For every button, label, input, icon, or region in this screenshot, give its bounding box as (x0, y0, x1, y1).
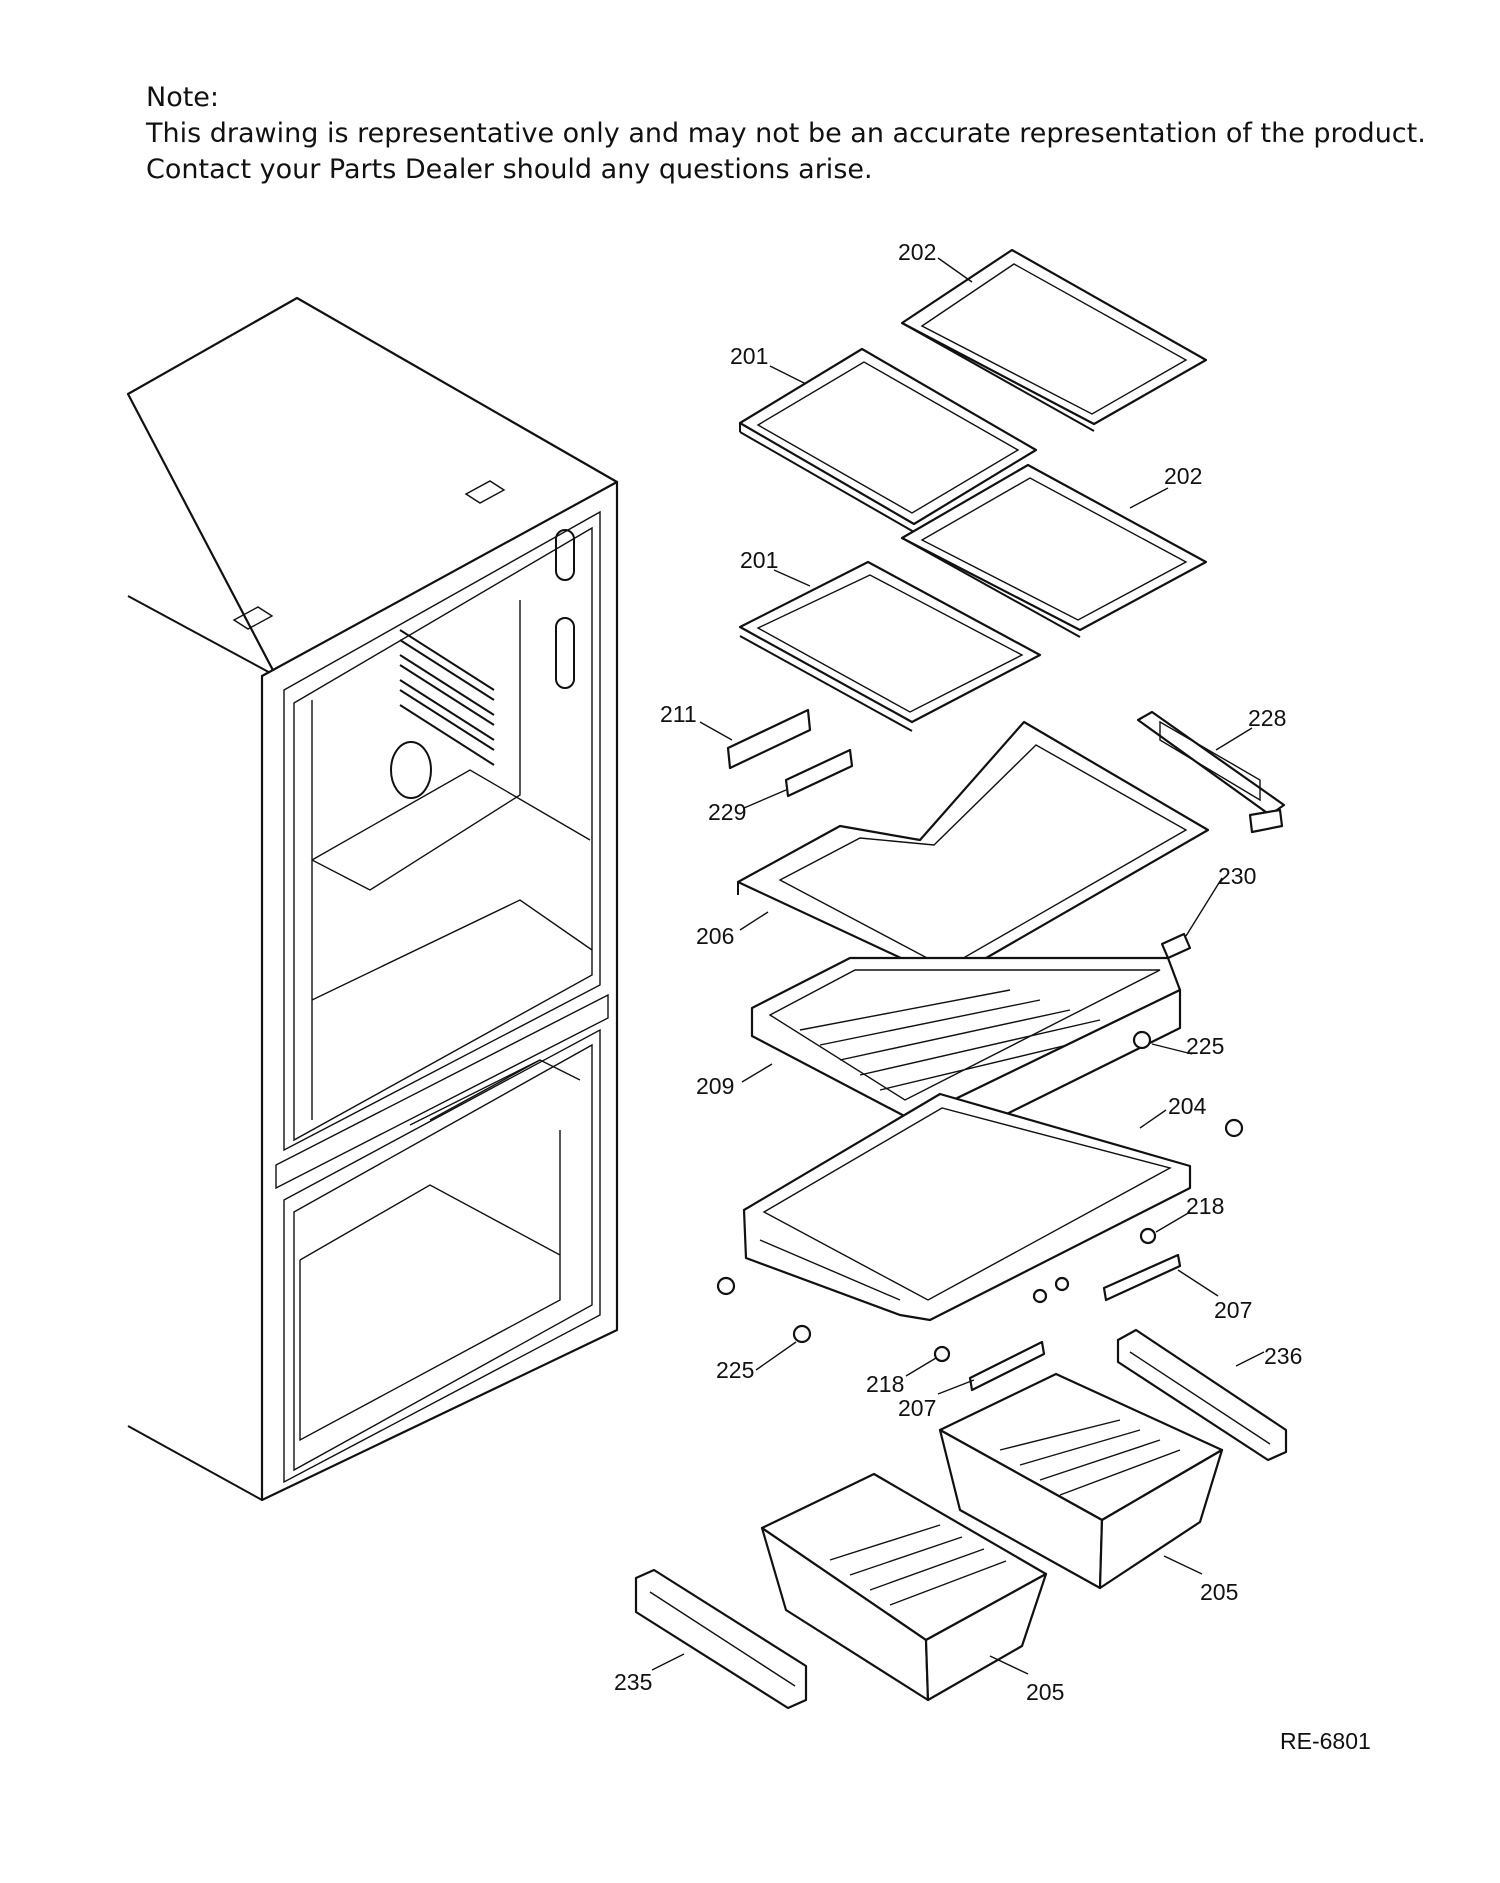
callout-207-left: 207 (898, 1395, 936, 1421)
callout-211: 211 (660, 701, 697, 727)
callout-228: 228 (1248, 705, 1286, 731)
part-225-wheel-right (1132, 1030, 1152, 1050)
drawing-code: RE-6801 (1280, 1728, 1371, 1754)
drawer-ribs (829, 1524, 1007, 1606)
part-204-frame (742, 1092, 1192, 1322)
part-206-large-shelf (736, 720, 1210, 982)
callout-218-right: 218 (1186, 1193, 1224, 1219)
part-207-slide-left (968, 1340, 1046, 1392)
drawer-ribs (999, 1419, 1181, 1496)
part-218-roller (1139, 1227, 1157, 1245)
callout-218-left: 218 (866, 1371, 904, 1397)
part-202-middle-shelf (900, 463, 1208, 638)
note-line-2: Contact your Parts Dealer should any que… (146, 154, 873, 185)
callout-225-right: 225 (1186, 1033, 1224, 1059)
refrigerator-cabinet (126, 296, 619, 1502)
part-225-wheel-far-right (1224, 1118, 1244, 1138)
callout-201-middle: 201 (740, 547, 778, 573)
vent-slots (399, 629, 495, 766)
callout-206: 206 (696, 923, 734, 949)
leader-lines (651, 257, 1265, 1675)
part-201-middle-shelf (738, 560, 1042, 732)
part-205-drawer-left (760, 1472, 1048, 1702)
part-201-upper-shelf (738, 347, 1038, 533)
disclaimer-note: Note: This drawing is representative onl… (146, 80, 1426, 188)
callout-236: 236 (1264, 1343, 1302, 1369)
part-205-drawer-right (938, 1372, 1224, 1590)
part-218-roller-3 (1054, 1276, 1070, 1292)
part-218-roller-2 (1032, 1288, 1048, 1304)
note-heading: Note: (146, 82, 220, 113)
callout-235: 235 (614, 1669, 652, 1695)
callout-209: 209 (696, 1073, 734, 1099)
drawer-ribs (799, 989, 1131, 1091)
callout-201-top: 201 (730, 343, 768, 369)
callout-204: 204 (1168, 1093, 1207, 1119)
part-207-slide-right (1102, 1253, 1182, 1302)
part-218-roller-4 (933, 1345, 951, 1363)
callout-205-left: 205 (1026, 1679, 1064, 1705)
note-line-1: This drawing is representative only and … (146, 118, 1426, 149)
part-235-rail (634, 1568, 808, 1710)
part-225-wheel-lower (792, 1324, 812, 1344)
callout-labels: 202 201 202 201 211 228 229 230 206 225 … (614, 239, 1302, 1705)
part-211-plate (726, 708, 812, 770)
callout-202-middle: 202 (1164, 463, 1202, 489)
callout-229: 229 (708, 799, 746, 825)
callout-202-top: 202 (898, 239, 936, 265)
part-209-drawer (750, 956, 1182, 1160)
callout-207-right: 207 (1214, 1297, 1252, 1323)
part-202-upper-shelf (900, 248, 1208, 432)
part-228-grille (1136, 710, 1286, 834)
callout-205-right: 205 (1200, 1579, 1238, 1605)
callout-225-left: 225 (716, 1357, 754, 1383)
part-229-bracket (784, 748, 854, 798)
part-230-clip (1160, 932, 1192, 960)
part-225-wheel-left (716, 1276, 736, 1296)
part-236-rail (1116, 1328, 1288, 1462)
callout-230: 230 (1218, 863, 1256, 889)
